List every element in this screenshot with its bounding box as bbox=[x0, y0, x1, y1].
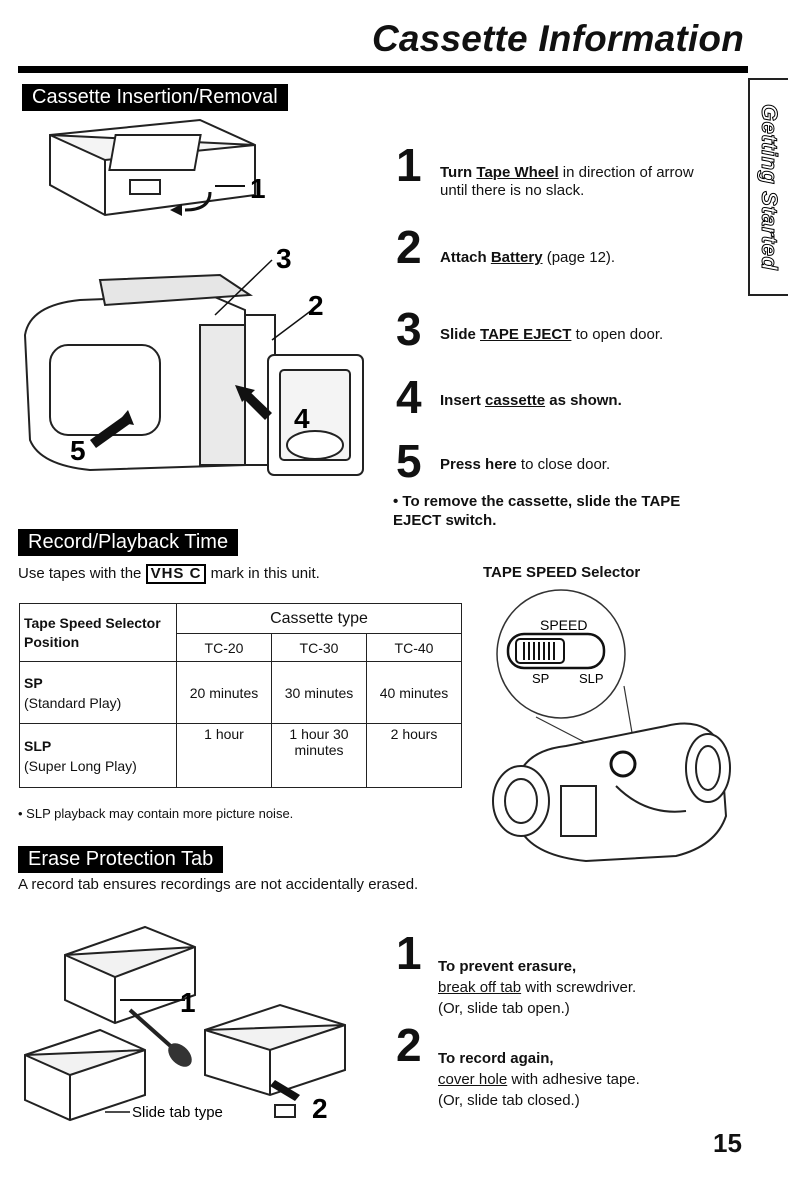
page-title: Cassette Information bbox=[371, 18, 744, 59]
table-cell: 1 hour 30 minutes bbox=[271, 723, 367, 788]
table-cell: 20 minutes bbox=[176, 661, 272, 724]
selector-slp-label: SLP bbox=[579, 671, 604, 686]
callout-2: 2 bbox=[308, 290, 324, 321]
cassette-slide-tab-illustration bbox=[24, 1028, 146, 1122]
table-row: SLP (Super Long Play) 1 hour 1 hour 30 mi… bbox=[19, 723, 462, 788]
tape-speed-selector-illustration: SPEED SP SLP bbox=[492, 589, 731, 863]
tape-speed-selector-label: TAPE SPEED Selector bbox=[483, 564, 641, 581]
row-mode: SP bbox=[24, 674, 43, 691]
callout-1: 1 bbox=[250, 173, 266, 204]
step-number: 5 bbox=[396, 435, 422, 487]
table-cell: 40 minutes bbox=[366, 661, 462, 724]
link-cassette: cassette bbox=[485, 392, 546, 409]
callout-3: 3 bbox=[276, 243, 292, 274]
slp-note: • SLP playback may contain more picture … bbox=[18, 806, 294, 821]
remove-note: • To remove the cassette, slide the TAPE… bbox=[393, 493, 681, 529]
column-header: TC-20 bbox=[176, 633, 272, 662]
section-heading-erase: Erase Protection Tab bbox=[18, 846, 224, 873]
cassette-tab-illustration bbox=[64, 925, 196, 1025]
step-number: 2 bbox=[396, 1019, 422, 1071]
table-cell: 30 minutes bbox=[271, 661, 367, 724]
row-mode: SLP bbox=[24, 737, 52, 754]
table-cell: 1 hour bbox=[176, 723, 272, 788]
row-desc: (Standard Play) bbox=[24, 694, 122, 711]
page-number: 15 bbox=[713, 1128, 742, 1158]
link-battery: Battery bbox=[490, 249, 543, 266]
selector-sp-label: SP bbox=[532, 671, 549, 686]
camcorder-illustration bbox=[23, 273, 364, 476]
step-number: 1 bbox=[396, 927, 422, 979]
camcorder-insertion-illustration: 1 3 2 4 5 bbox=[23, 118, 364, 476]
link-tape-eject: TAPE EJECT bbox=[480, 326, 572, 343]
table-cell: 2 hours bbox=[366, 723, 462, 788]
section-heading-insertion: Cassette Insertion/Removal bbox=[22, 84, 288, 111]
record-time-table: Tape Speed Selector Position Cassette ty… bbox=[19, 603, 462, 788]
vhs-c-mark: VHS C bbox=[145, 564, 207, 584]
section-heading-record-time: Record/Playback Time bbox=[18, 529, 239, 556]
erase-intro: A record tab ensures recordings are not … bbox=[18, 876, 419, 893]
side-tab: Getting Started bbox=[748, 78, 788, 296]
step-number: 2 bbox=[396, 221, 422, 273]
step-number: 4 bbox=[396, 371, 422, 423]
link-break-off-tab: break off tab bbox=[438, 979, 522, 996]
camcorder-side-illustration bbox=[492, 722, 731, 863]
table-corner-header: Tape Speed Selector Position bbox=[19, 603, 177, 662]
erase-tab-illustration: 1 Slide tab type 2 bbox=[24, 925, 346, 1124]
row-desc: (Super Long Play) bbox=[24, 757, 137, 774]
link-tape-wheel: Tape Wheel bbox=[476, 164, 559, 181]
selector-speed-label: SPEED bbox=[540, 617, 587, 633]
step-number: 3 bbox=[396, 303, 422, 355]
callout-5: 5 bbox=[70, 435, 86, 466]
slide-tab-type-label: Slide tab type bbox=[132, 1104, 223, 1121]
vhs-intro: Use tapes with the VHS C mark in this un… bbox=[18, 564, 320, 584]
link-cover-hole: cover hole bbox=[438, 1071, 508, 1088]
callout-4: 4 bbox=[294, 403, 310, 434]
side-tab-label: Getting Started bbox=[757, 103, 783, 271]
erase-callout-1: 1 bbox=[180, 987, 196, 1018]
column-header: TC-30 bbox=[271, 633, 367, 662]
erase-callout-2: 2 bbox=[312, 1093, 328, 1124]
step-number: 1 bbox=[396, 139, 422, 191]
table-row: SP(Standard Play) 20 minutes 30 minutes … bbox=[19, 661, 462, 724]
cassette-taped-illustration bbox=[204, 1003, 346, 1118]
table-group-header: Cassette type bbox=[176, 603, 462, 634]
column-header: TC-40 bbox=[366, 633, 462, 662]
title-rule bbox=[18, 66, 748, 73]
cassette-illustration bbox=[49, 118, 256, 217]
